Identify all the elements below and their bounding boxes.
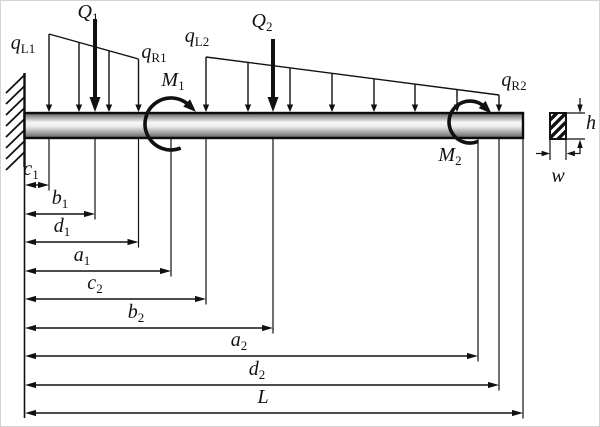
load-arrow bbox=[202, 57, 210, 112]
load-arrow bbox=[328, 73, 336, 112]
dimension-b2-label: b2 bbox=[127, 301, 145, 325]
dimension-d1-label: d1 bbox=[53, 215, 71, 239]
section-hatching bbox=[551, 114, 565, 138]
loads-layer bbox=[45, 19, 503, 112]
dimension-b1 bbox=[25, 139, 96, 220]
label-m1: M1 bbox=[161, 69, 185, 93]
label-q-r1: qR1 bbox=[141, 41, 167, 65]
dimension-lines-layer bbox=[25, 139, 524, 419]
point-load-q2-arrow bbox=[267, 39, 279, 112]
dimension-L-label: L bbox=[257, 386, 269, 408]
dimension-b1-label: b1 bbox=[51, 187, 69, 211]
load-arrow bbox=[105, 50, 113, 112]
dimension-c1 bbox=[25, 139, 50, 191]
dimension-d2-label: d2 bbox=[248, 358, 266, 382]
label-m2: M2 bbox=[438, 144, 462, 168]
load-arrow bbox=[411, 84, 419, 112]
label-h: h bbox=[586, 112, 596, 134]
dimension-c1-label: c1 bbox=[23, 158, 39, 182]
moments-layer bbox=[143, 96, 492, 152]
moment-m2-arrow bbox=[447, 99, 492, 145]
point-load-q1-arrow bbox=[89, 19, 101, 112]
load-arrow bbox=[75, 42, 83, 112]
load-arrow bbox=[495, 95, 503, 112]
load-arrow bbox=[286, 67, 294, 112]
dimension-a1 bbox=[25, 139, 172, 277]
fixed-support-wall bbox=[5, 73, 26, 418]
label-w: w bbox=[551, 165, 565, 187]
dimension-d1 bbox=[25, 139, 140, 248]
distributed-load-2 bbox=[202, 39, 503, 112]
dimension-a2 bbox=[25, 139, 479, 362]
wall-hatching bbox=[5, 74, 26, 171]
load-arrow bbox=[45, 34, 53, 112]
dimension-c2 bbox=[25, 139, 207, 305]
load-arrow bbox=[370, 78, 378, 112]
distributed-load-1 bbox=[45, 19, 142, 112]
dimension-a1-label: a1 bbox=[73, 244, 91, 268]
label-q2: Q2 bbox=[251, 10, 273, 34]
h-dimension bbox=[577, 98, 583, 154]
label-q1: Q1 bbox=[77, 1, 99, 25]
dimension-L bbox=[25, 139, 524, 419]
load-arrow bbox=[135, 59, 142, 112]
label-q-r2: qR2 bbox=[501, 69, 527, 93]
w-dimension bbox=[536, 150, 581, 157]
beam bbox=[23, 111, 525, 140]
dimension-d2 bbox=[25, 139, 500, 391]
label-q-l1: qL1 bbox=[10, 32, 36, 56]
label-q-l2: qL2 bbox=[184, 25, 210, 49]
cross-section bbox=[536, 98, 585, 160]
section-dimension-arrows bbox=[536, 98, 585, 160]
dimension-a2-label: a2 bbox=[230, 329, 248, 353]
load-arrow bbox=[244, 62, 252, 112]
dimension-b2 bbox=[25, 139, 274, 334]
dimension-c2-label: c2 bbox=[87, 272, 103, 296]
moment-m1-arrow bbox=[143, 96, 196, 152]
